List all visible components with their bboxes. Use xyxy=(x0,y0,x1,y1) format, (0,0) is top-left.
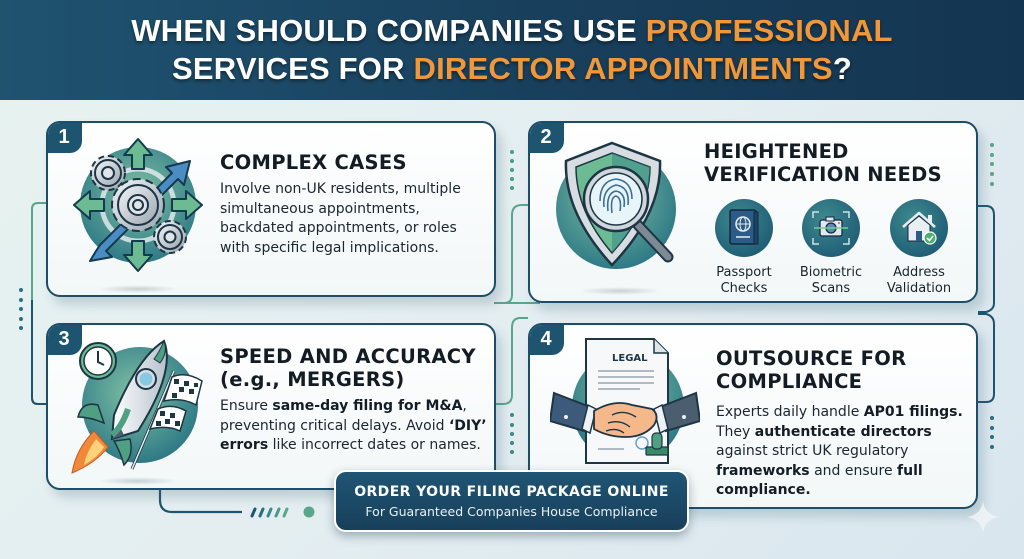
headline-text: ? xyxy=(832,51,852,86)
headline-text: SERVICES FOR xyxy=(172,51,414,86)
icon-shadow xyxy=(98,285,178,293)
card-title-line: (e.g., MERGERS) xyxy=(220,368,405,391)
card-title: COMPLEX CASES xyxy=(220,151,407,174)
card-speed-accuracy: 3 xyxy=(46,323,496,490)
rocket-clock-flag-icon xyxy=(68,331,208,481)
card-title-line: COMPLIANCE xyxy=(716,370,863,393)
card-title: HEIGHTENED VERIFICATION NEEDS xyxy=(704,140,942,186)
headline-line-2: SERVICES FOR DIRECTOR APPOINTMENTS? xyxy=(172,50,852,88)
camera-scan-icon xyxy=(802,199,860,257)
headline-line-1: WHEN SHOULD COMPANIES USE PROFESSIONAL xyxy=(131,12,892,50)
card-title: SPEED AND ACCURACY (e.g., MERGERS) xyxy=(220,345,476,391)
headline-highlight: PROFESSIONAL xyxy=(645,13,893,48)
page-header: WHEN SHOULD COMPANIES USE PROFESSIONAL S… xyxy=(0,0,1024,100)
step-number-badge: 3 xyxy=(48,325,82,355)
card-complex-cases: 1 xyxy=(46,121,496,297)
step-number-badge: 4 xyxy=(530,325,564,355)
card-description: Ensure same-day filing for M&A, preventi… xyxy=(220,398,487,453)
headline-text: WHEN SHOULD COMPANIES USE xyxy=(131,13,646,48)
card-title-line: SPEED AND ACCURACY xyxy=(220,345,476,368)
headline-highlight: DIRECTOR APPOINTMENTS xyxy=(413,51,833,86)
card-outsource-compliance: 4 LEGAL OUTSOURCE FOR xyxy=(528,323,978,509)
shield-fingerprint-icon xyxy=(550,133,690,283)
card-description: Involve non-UK residents, multiple simul… xyxy=(220,181,461,256)
cta-sub-label: For Guaranteed Companies House Complianc… xyxy=(365,503,658,519)
card-description: Experts daily handle AP01 filings. They … xyxy=(716,404,963,498)
step-number-badge: 1 xyxy=(48,123,82,153)
card-heightened-verification: 2 HEIGHTENED VERIFICATION NEEDS xyxy=(528,121,978,303)
icon-shadow xyxy=(98,477,178,485)
cta-main-label: ORDER YOUR FILING PACKAGE ONLINE xyxy=(354,483,669,500)
passport-icon xyxy=(715,199,773,257)
sparkle-icon xyxy=(967,501,999,533)
gears-arrows-icon xyxy=(68,133,208,283)
svg-text:LEGAL: LEGAL xyxy=(612,353,648,364)
handshake-legal-doc-icon: LEGAL xyxy=(548,333,702,473)
order-filing-package-button[interactable]: ORDER YOUR FILING PACKAGE ONLINE For Gua… xyxy=(334,470,689,532)
card-title-line: OUTSOURCE FOR xyxy=(716,347,907,370)
step-number-badge: 2 xyxy=(530,123,564,153)
card-title-line: VERIFICATION NEEDS xyxy=(704,163,942,186)
card-title-line: HEIGHTENED xyxy=(704,140,849,163)
icon-shadow xyxy=(580,287,660,295)
house-check-icon xyxy=(890,199,948,257)
card-title: OUTSOURCE FOR COMPLIANCE xyxy=(716,347,906,393)
